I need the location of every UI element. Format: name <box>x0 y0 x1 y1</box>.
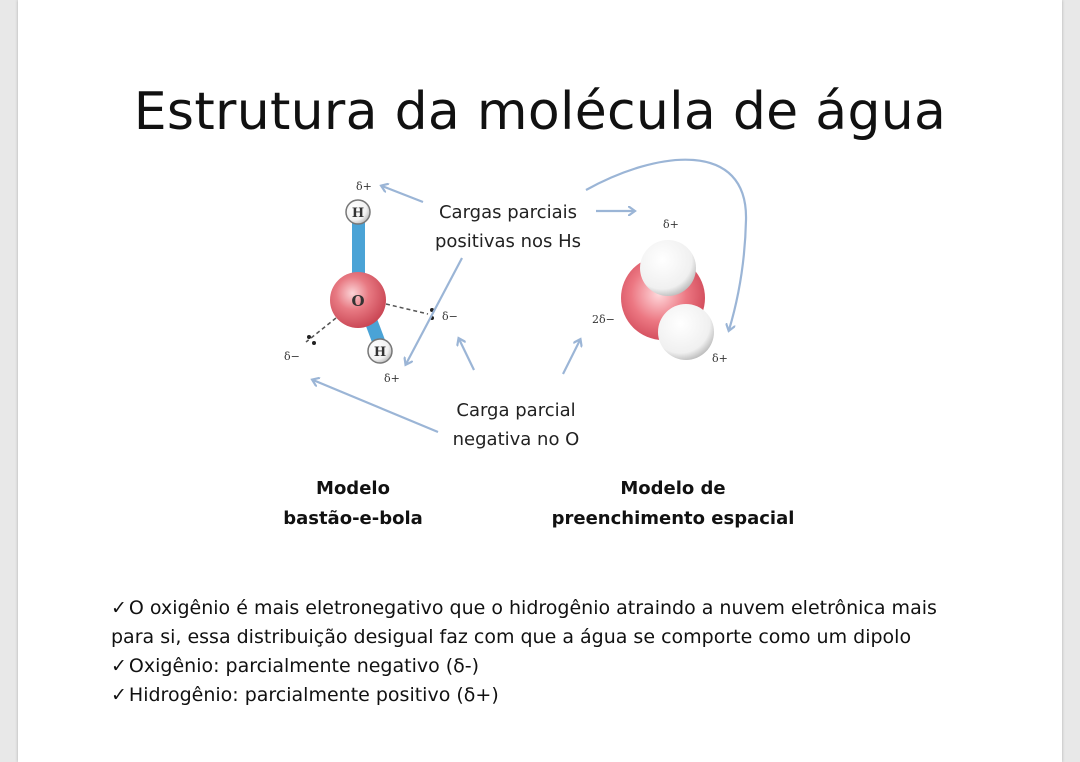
arrow-to-top-h <box>382 186 424 204</box>
lone-pair-line-right <box>385 303 429 315</box>
hydrogen-label-top: H <box>352 206 364 221</box>
delta-plus-bottom-right: δ+ <box>712 352 728 365</box>
lone-pair-line-left <box>305 317 337 343</box>
negative-callout-line1: Carga parcial <box>456 400 576 421</box>
bullet-item: ✓Oxigênio: parcialmente negativo (δ-) <box>111 652 971 681</box>
delta-minus-left: δ− <box>284 350 300 363</box>
two-delta-minus: 2δ− <box>592 313 615 326</box>
hydrogen-label-bottom: H <box>374 345 386 360</box>
arrow-to-space-fill-o <box>562 340 580 375</box>
bullet-item: ✓Hidrogênio: parcialmente positivo (δ+) <box>111 681 971 710</box>
water-molecule-diagram: O H H δ+ δ+ δ− δ− δ+ 2δ− δ+ <box>284 158 748 434</box>
bullet-list: ✓O oxigênio é mais eletronegativo que o … <box>111 594 971 710</box>
bullet-text: Hidrogênio: parcialmente positivo (δ+) <box>128 684 499 706</box>
slide-title: Estrutura da molécula de água <box>133 82 947 142</box>
space-fill-model-label: Modelo de preenchimento espacial <box>538 474 808 534</box>
lone-pair-dot <box>312 341 316 345</box>
space-fill-label-line1: Modelo de <box>620 478 726 499</box>
positive-callout-line1: Cargas parciais <box>438 202 577 223</box>
arrow-curved-to-space-fill-h <box>585 158 748 330</box>
delta-plus-bottom: δ+ <box>384 372 400 385</box>
checkmark-icon: ✓ <box>111 597 127 619</box>
delta-plus-top-right: δ+ <box>663 218 679 231</box>
bullet-text: O oxigênio é mais eletronegativo que o h… <box>111 597 937 648</box>
space-fill-hydrogen-bottom <box>658 304 714 360</box>
oxygen-atom <box>330 272 386 328</box>
negative-charge-callout: Carga parcial negativa no O <box>431 396 601 454</box>
lone-pair-dot <box>307 335 311 339</box>
negative-callout-line2: negativa no O <box>452 429 580 450</box>
upper-bond <box>352 220 365 280</box>
bullet-text: Oxigênio: parcialmente negativo (δ-) <box>128 655 480 677</box>
slide-page: Estrutura da molécula de água <box>18 0 1062 762</box>
delta-minus-right: δ− <box>442 310 458 323</box>
arrow-to-o-lone-pair <box>459 339 475 371</box>
oxygen-label: O <box>351 292 364 310</box>
bullet-item: ✓O oxigênio é mais eletronegativo que o … <box>111 594 971 652</box>
hydrogen-atom-bottom <box>367 338 393 364</box>
delta-plus-top: δ+ <box>356 180 372 193</box>
positive-callout-line2: positivas nos Hs <box>434 231 582 252</box>
ball-and-stick-model: O H H δ+ δ+ δ− δ− <box>284 180 458 385</box>
positive-charges-callout: Cargas parciais positivas nos Hs <box>418 198 598 256</box>
callout-arrows <box>313 158 748 434</box>
space-filling-model: δ+ 2δ− δ+ <box>592 218 728 365</box>
ball-stick-model-label: Modelo bastão-e-bola <box>263 474 443 534</box>
hydrogen-atom-top <box>345 199 371 225</box>
arrow-to-left-lone-pair <box>313 380 439 434</box>
ball-stick-label-line2: bastão-e-bola <box>283 508 423 529</box>
ball-stick-label-line1: Modelo <box>316 478 390 499</box>
checkmark-icon: ✓ <box>111 684 127 706</box>
space-fill-label-line2: preenchimento espacial <box>551 508 795 529</box>
arrow-to-bottom-h <box>406 257 463 364</box>
space-fill-hydrogen-top <box>640 240 696 296</box>
checkmark-icon: ✓ <box>111 655 127 677</box>
